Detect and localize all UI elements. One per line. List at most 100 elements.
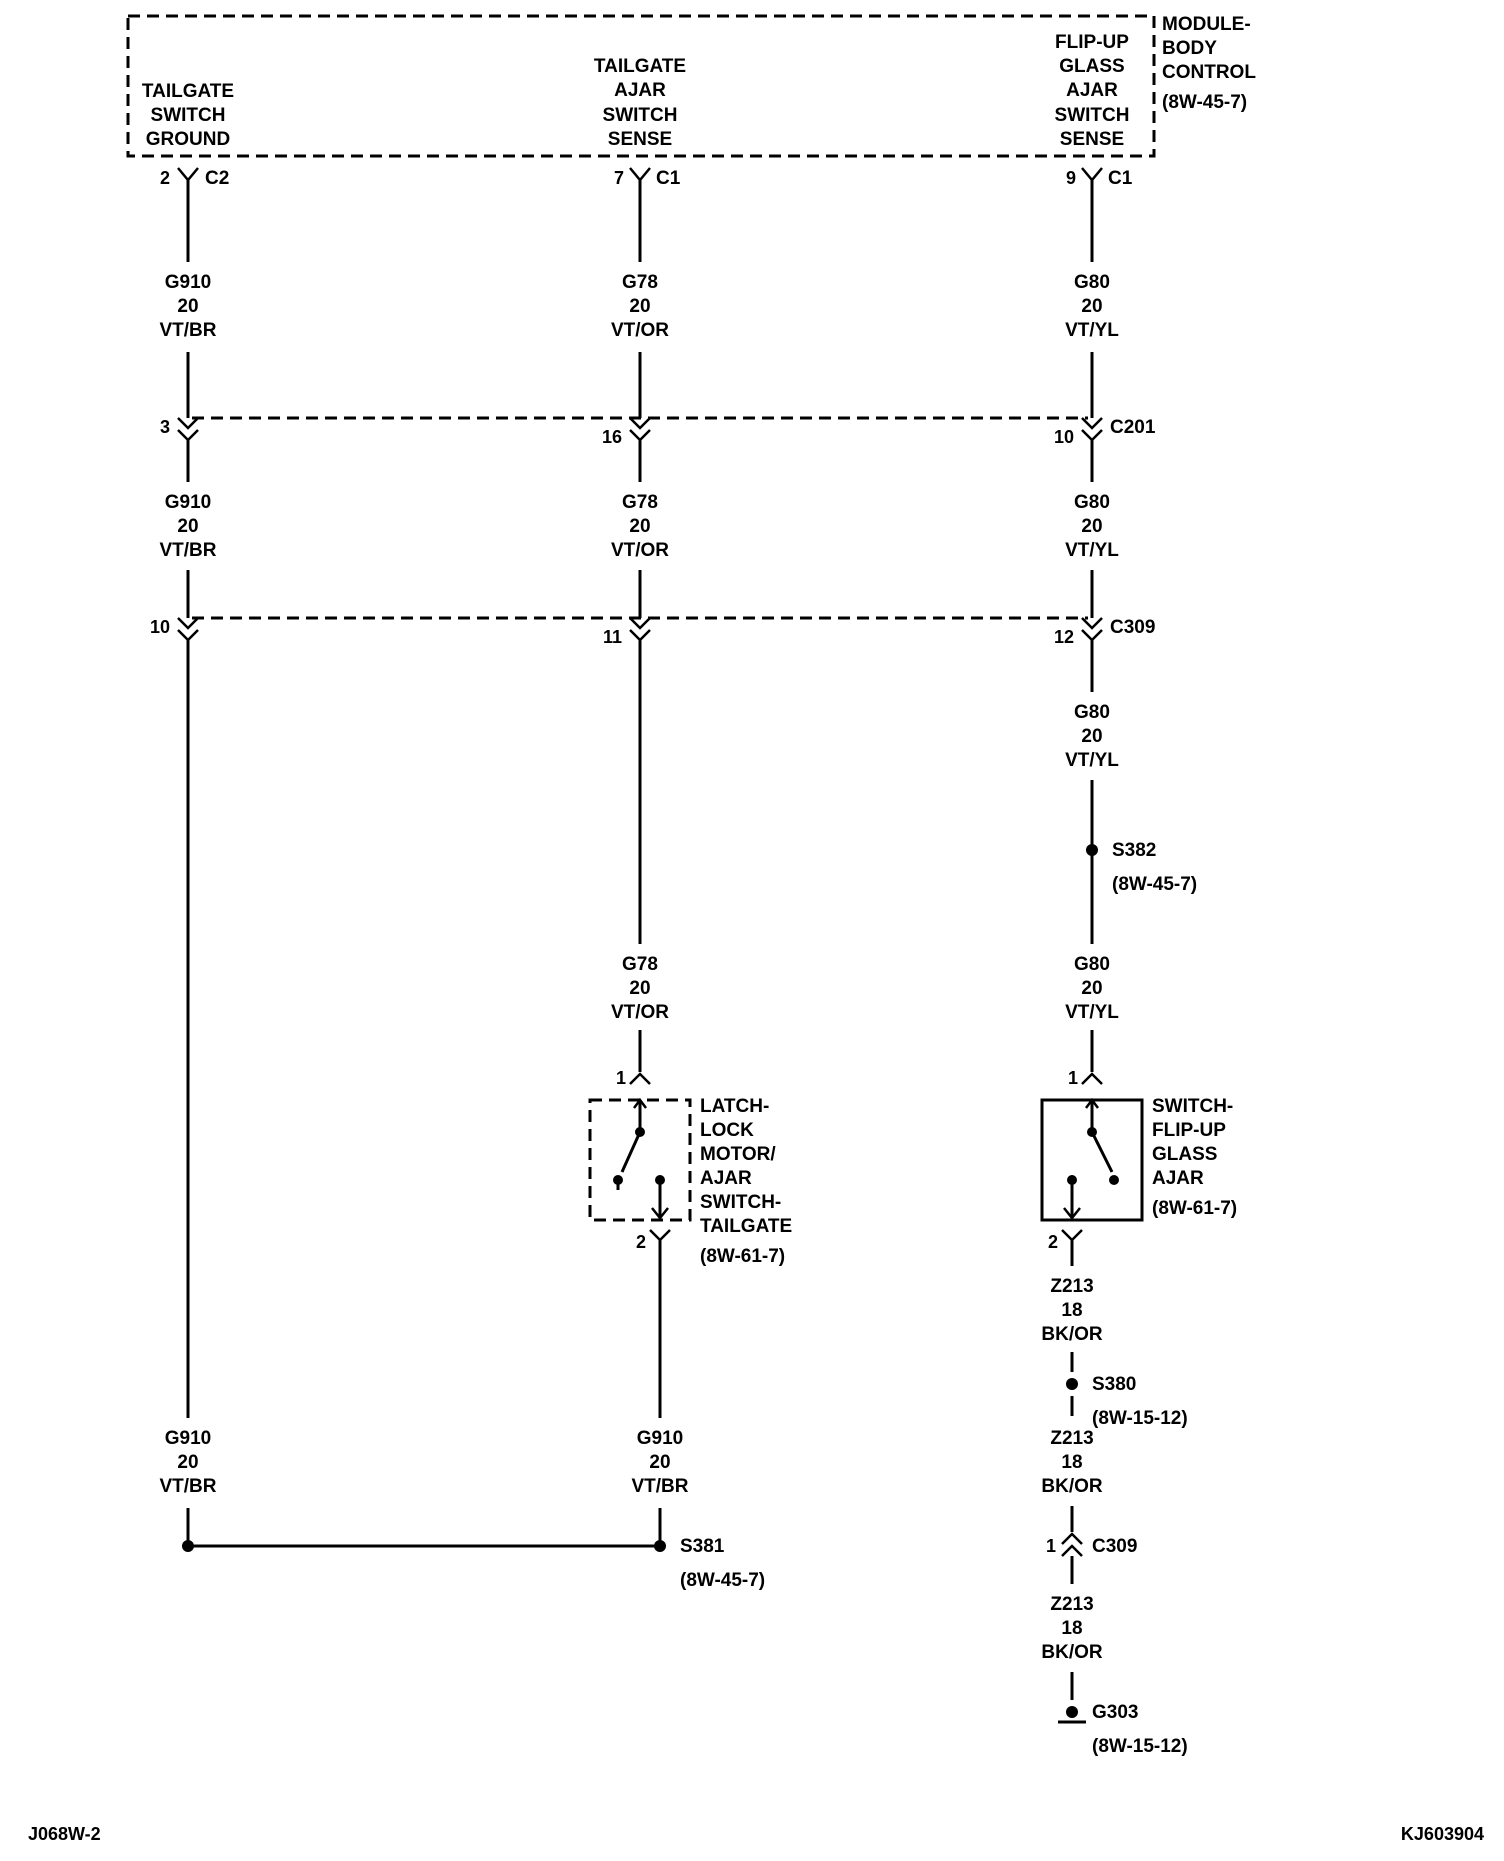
pin-number: 9 [1066,168,1076,188]
gauge: 18 [1061,1452,1082,1473]
flipup-ajar-sense-line-4: SWITCH [1055,105,1130,126]
c201-pin-symbol-3 [1081,417,1103,442]
tailgate-switch-ground-line-2: SWITCH [151,105,226,126]
color-code: VT/BR [160,540,217,561]
wire-label-g910-3: G910 20 VT/BR [160,1428,217,1497]
circuit-id: G80 [1074,702,1110,723]
splice-dot-right [654,1540,666,1552]
wire-label-g80-4: G80 20 VT/YL [1065,954,1119,1023]
switch-ref: (8W-61-7) [1152,1198,1237,1219]
latch-label-line-4: AJAR [700,1168,752,1189]
module-ref: (8W-45-7) [1162,92,1247,113]
gauge: 18 [1061,1300,1082,1321]
wire-label-g80-3: G80 20 VT/YL [1065,702,1119,771]
wire-label-g910-1: G910 20 VT/BR [160,272,217,341]
latch-lock-motor-ajar-switch: 1 2 LATCH- LOCK MOTOR/ AJAR SWITCH- TAIL… [588,1068,792,1267]
color-code: VT/YL [1065,320,1119,341]
gauge: 20 [629,978,650,999]
c309b-pin: 1 [1046,1536,1056,1556]
tailgate-ajar-sense-line-1: TAILGATE [594,56,686,77]
c201-pin-1: 3 [160,417,170,437]
latch-ref: (8W-61-7) [700,1246,785,1267]
wire-label-z213-3: Z213 18 BK/OR [1041,1594,1103,1663]
switch-blade [1090,1131,1114,1173]
s382-name: S382 [1112,840,1156,861]
module-outline [126,14,1156,158]
circuit-id: G910 [165,1428,211,1449]
splice-s381: S381 (8W-45-7) [182,1536,765,1591]
g303-name: G303 [1092,1702,1138,1723]
splice-s380: S380 (8W-15-12) [1066,1374,1188,1429]
latch-label-line-2: LOCK [700,1120,754,1141]
wire-label-g910-4: G910 20 VT/BR [632,1428,689,1497]
gauge: 20 [629,296,650,317]
connector-symbol [629,167,651,182]
gauge: 20 [649,1452,670,1473]
c309-pin-symbol-2 [629,617,651,642]
connector-c309: 10 11 12 C309 [150,616,1155,647]
connector-c201: 3 16 10 C201 [160,416,1156,447]
module-pin-c2-2: 2 C2 [160,167,229,189]
color-code: BK/OR [1041,1642,1103,1663]
connector-c309-pin1: 1 C309 [1046,1532,1137,1557]
c309-pin-symbol-3 [1081,617,1103,642]
pin-number: 2 [160,168,170,188]
flipup-ajar-sense-line-5: SENSE [1060,129,1124,150]
color-code: VT/OR [611,540,669,561]
c309-pin-1: 10 [150,617,170,637]
color-code: VT/YL [1065,1002,1119,1023]
circuit-id: Z213 [1050,1594,1093,1615]
switch-pin-bottom: 2 [1048,1232,1058,1252]
wire-label-g78-3: G78 20 VT/OR [611,954,669,1023]
module-title-line-1: MODULE- [1162,14,1251,35]
pin-number: 7 [614,168,624,188]
latch-label-line-6: TAILGATE [700,1216,792,1237]
splice-dot-left [182,1540,194,1552]
s381-ref: (8W-45-7) [680,1570,765,1591]
splice-dot [1066,1378,1078,1390]
c201-pin-2: 16 [602,427,622,447]
gauge: 20 [1081,978,1102,999]
color-code: VT/YL [1065,540,1119,561]
color-code: BK/OR [1041,1324,1103,1345]
wire-label-g80-1: G80 20 VT/YL [1065,272,1119,341]
s380-ref: (8W-15-12) [1092,1408,1188,1429]
circuit-id: G80 [1074,954,1110,975]
wire-label-z213-1: Z213 18 BK/OR [1041,1276,1103,1345]
tailgate-switch-ground-line-3: GROUND [146,129,230,150]
latch-pin2-connector [649,1229,671,1242]
wire-label-g80-2: G80 20 VT/YL [1065,492,1119,561]
c201-pin-symbol-1 [177,417,199,442]
tailgate-ajar-sense-line-3: SWITCH [603,105,678,126]
color-code: VT/YL [1065,750,1119,771]
switch-label-line-4: AJAR [1152,1168,1204,1189]
gauge: 20 [177,1452,198,1473]
splice-s382: S382 (8W-45-7) [1086,840,1197,895]
g303-ref: (8W-15-12) [1092,1736,1188,1757]
latch-pin-top: 1 [616,1068,626,1088]
tailgate-ajar-sense-line-2: AJAR [614,80,666,101]
circuit-id: Z213 [1050,1428,1093,1449]
c309b-name: C309 [1092,1536,1137,1557]
circuit-id: G78 [622,272,658,293]
splice-dot [1086,844,1098,856]
c309-pin-2: 11 [603,627,622,647]
latch-label-line-5: SWITCH- [700,1192,781,1213]
ground-g303: G303 (8W-15-12) [1058,1702,1188,1757]
c201-name: C201 [1110,417,1156,438]
body-control-module: MODULE- BODY CONTROL (8W-45-7) TAILGATE … [126,14,1256,158]
switch-label-line-2: FLIP-UP [1152,1120,1226,1141]
connector-symbol [1081,167,1103,182]
switch-label-line-1: SWITCH- [1152,1096,1233,1117]
circuit-id: G910 [165,492,211,513]
color-code: VT/OR [611,320,669,341]
circuit-id: G80 [1074,492,1110,513]
latch-pin1-connector [629,1072,651,1085]
wire-label-g78-1: G78 20 VT/OR [611,272,669,341]
circuit-id: G78 [622,954,658,975]
module-pin-c1-7: 7 C1 [614,167,681,189]
s381-name: S381 [680,1536,725,1557]
flip-up-glass-ajar-switch: 1 2 SWITCH- FLIP-UP GLASS AJAR (8W-61-7) [1040,1068,1237,1252]
